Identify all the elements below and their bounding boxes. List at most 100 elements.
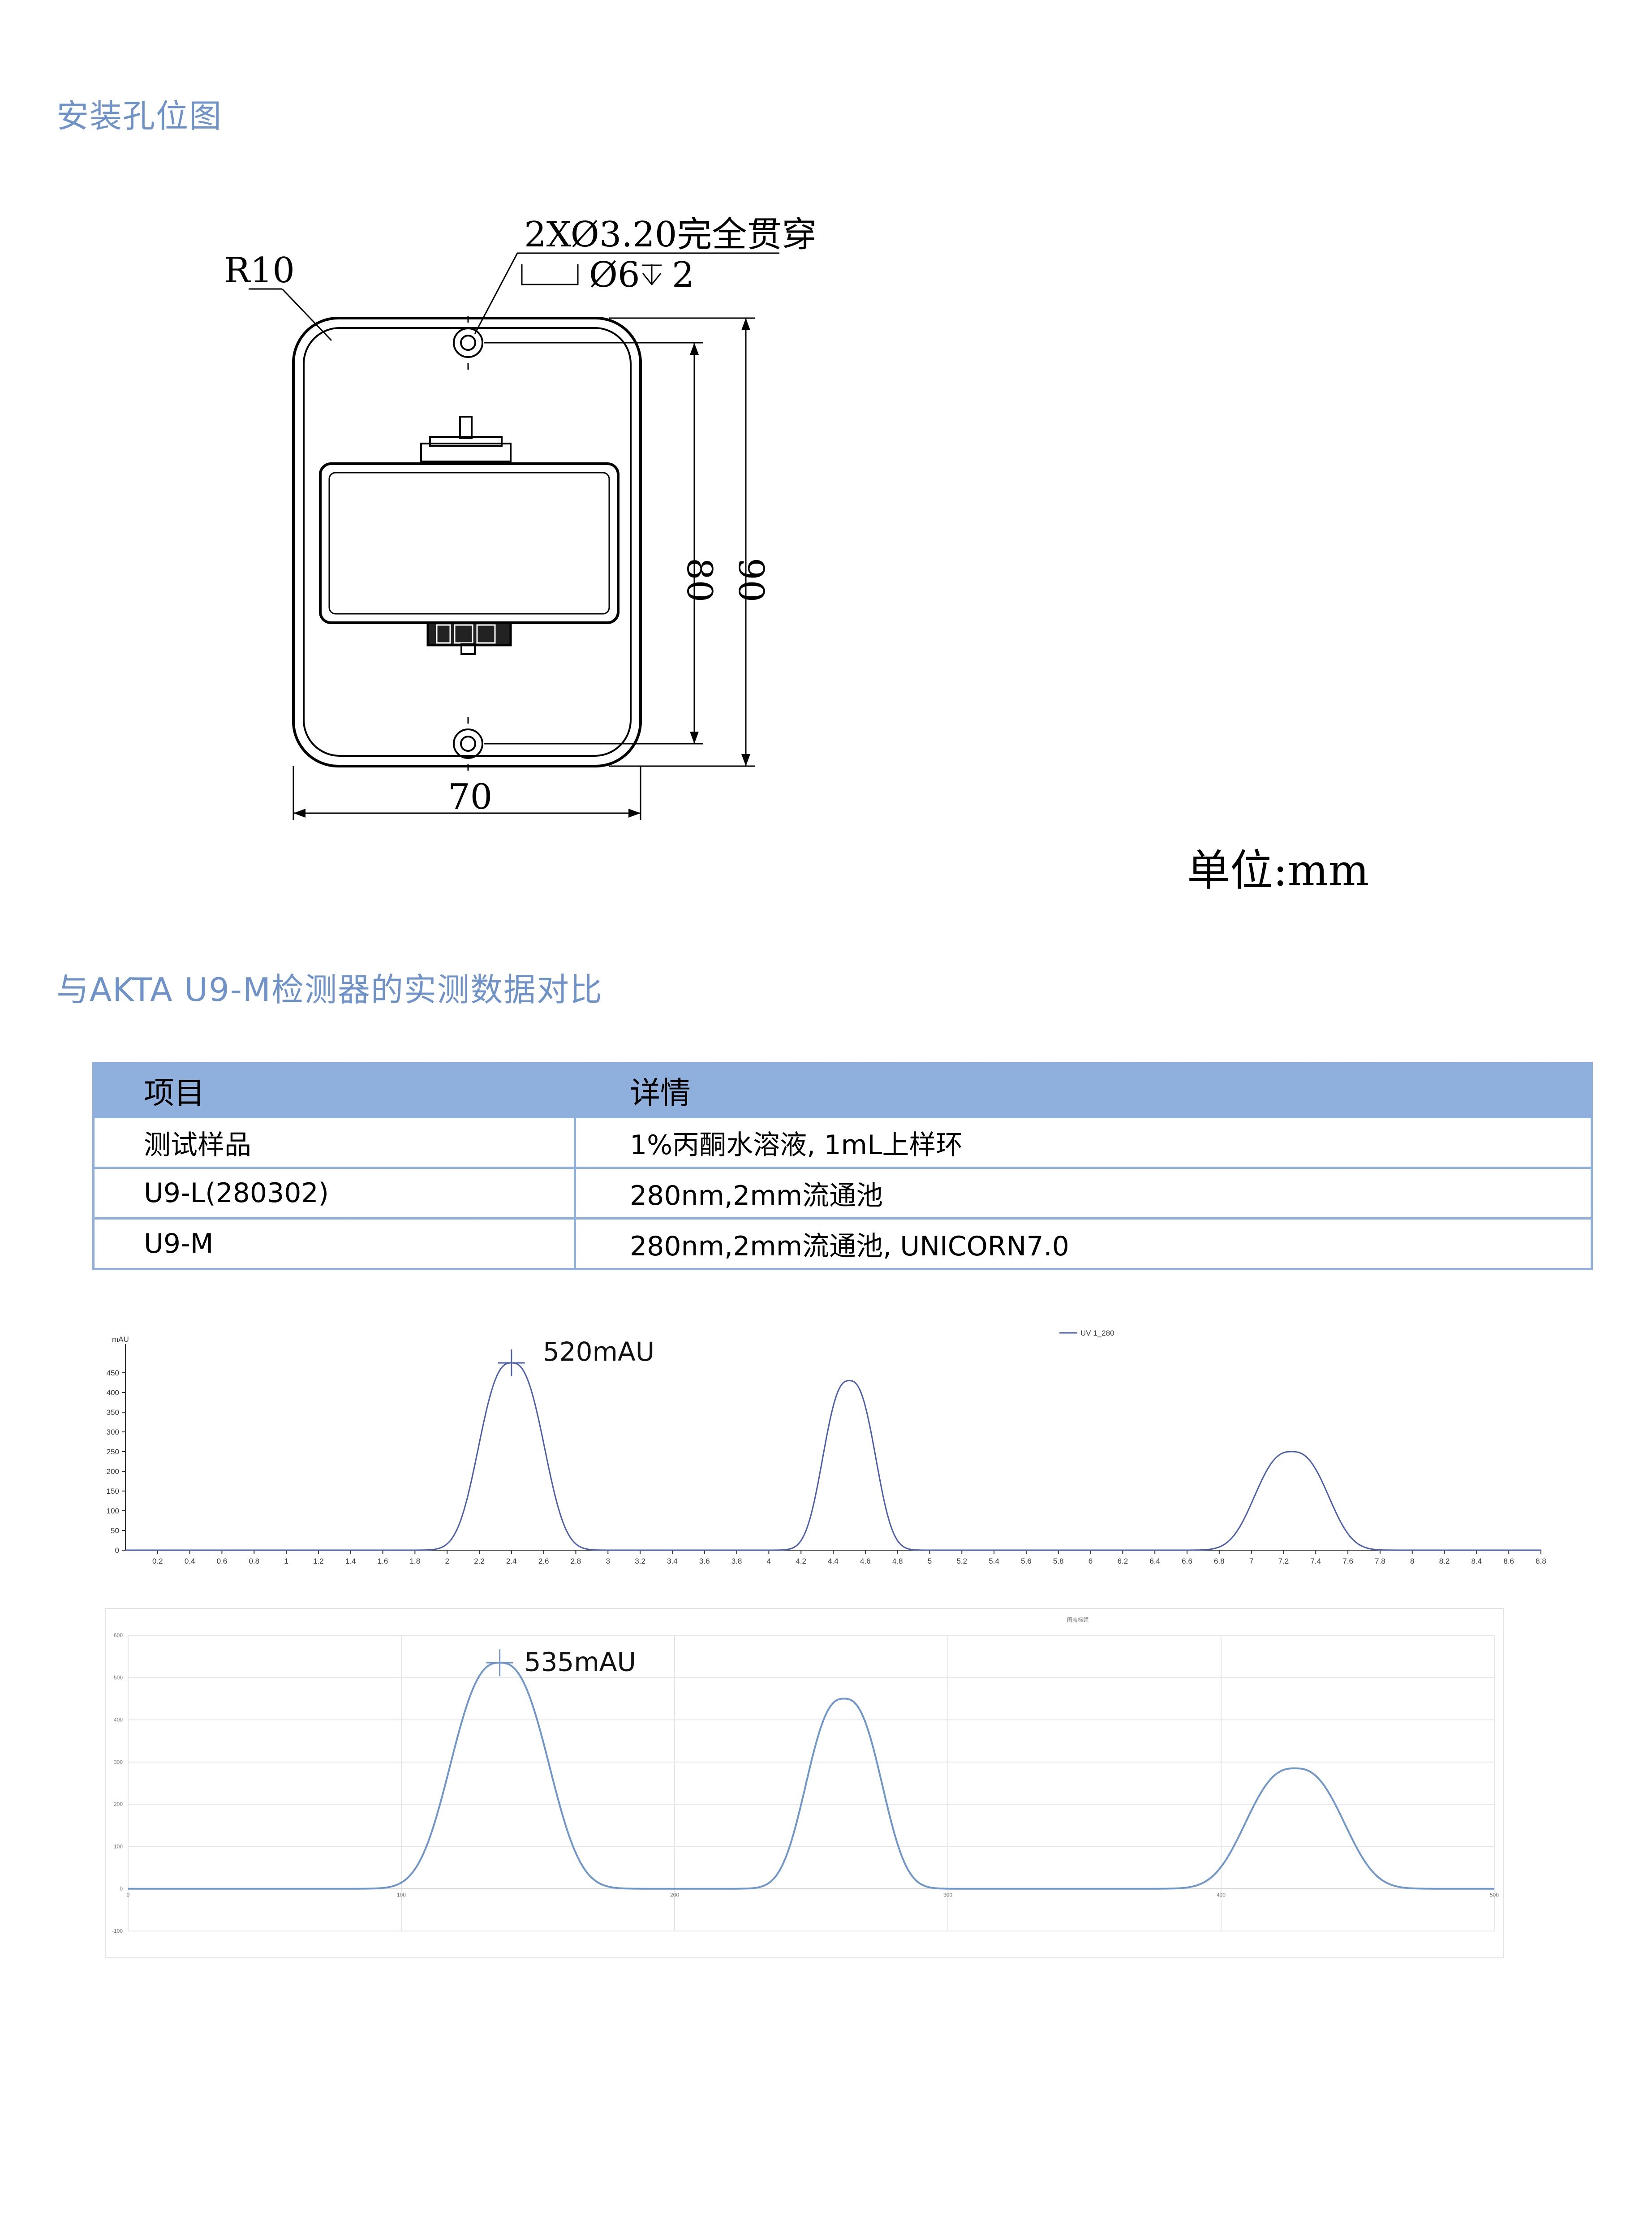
housing-outline	[292, 317, 642, 767]
y-tick-label: 500	[114, 1674, 123, 1681]
series-line-uv	[125, 1362, 1541, 1551]
chart-title: 图表标题	[1067, 1617, 1088, 1623]
header-item: 项目	[92, 1062, 576, 1118]
x-tick-label: 2.8	[571, 1557, 581, 1565]
y-tick-label: 0	[115, 1546, 119, 1555]
x-tick-label: 2.6	[538, 1557, 549, 1565]
x-tick-label: 5.6	[1021, 1557, 1032, 1565]
x-tick-label: 3.4	[667, 1557, 678, 1565]
x-tick-label: 6.2	[1118, 1557, 1128, 1565]
x-tick-label: 8.6	[1503, 1557, 1514, 1565]
y-tick-label: 150	[107, 1487, 119, 1496]
x-tick-label: 5.2	[956, 1557, 967, 1565]
table-cell-detail: 1%丙酮水溶液, 1mL上样环	[574, 1116, 1593, 1169]
x-tick-label: 5.8	[1053, 1557, 1064, 1565]
table-cell-detail: 280nm,2mm流通池, UNICORN7.0	[574, 1217, 1593, 1270]
table-cell-item: U9-L(280302)	[92, 1167, 576, 1220]
table-cell-item: 测试样品	[92, 1116, 576, 1169]
x-tick-label: 6.4	[1149, 1557, 1160, 1565]
x-tick-label: 7	[1249, 1557, 1253, 1565]
y-tick-label: 400	[114, 1717, 123, 1723]
x-tick-label: 100	[397, 1892, 406, 1898]
mounting-hole-drawing: R10 2XØ3.20完全贯穿 Ø6 2 70 80 90	[197, 188, 824, 869]
x-tick-label: 6.6	[1182, 1557, 1192, 1565]
y-tick-label: 200	[114, 1801, 123, 1807]
counterbore-depth-label: 2	[672, 255, 694, 295]
height-dimension-label: 90	[731, 558, 771, 602]
x-tick-label: 1	[284, 1557, 288, 1565]
x-tick-label: 1.4	[345, 1557, 356, 1565]
table-cell-item: U9-M	[92, 1217, 576, 1270]
x-tick-label: 4.8	[892, 1557, 903, 1565]
x-tick-label: 8.2	[1439, 1557, 1450, 1565]
comparison-table: 项目 详情 测试样品 1%丙酮水溶液, 1mL上样环 U9-L(280302) …	[92, 1062, 1593, 1270]
y-tick-label: 0	[120, 1886, 123, 1892]
table-row: 测试样品 1%丙酮水溶液, 1mL上样环	[92, 1116, 1593, 1169]
x-tick-label: 7.2	[1278, 1557, 1289, 1565]
table-row: U9-M 280nm,2mm流通池, UNICORN7.0	[92, 1217, 1593, 1270]
y-tick-label: 250	[107, 1448, 119, 1456]
y-tick-label: 400	[107, 1388, 119, 1397]
hole-spec-label: 2XØ3.20完全贯穿	[524, 215, 817, 255]
table-header-row: 项目 详情	[92, 1062, 1593, 1118]
table-row: U9-L(280302) 280nm,2mm流通池	[92, 1167, 1593, 1220]
y-tick-label: 200	[107, 1467, 119, 1476]
chart-frame	[105, 1608, 1504, 1958]
y-tick-label: 450	[107, 1369, 119, 1377]
header-detail: 详情	[574, 1062, 1593, 1118]
top-mount-hole	[453, 328, 483, 358]
x-tick-label: 7.4	[1310, 1557, 1321, 1565]
x-tick-label: 500	[1490, 1892, 1499, 1898]
x-tick-label: 1.2	[313, 1557, 324, 1565]
x-tick-label: 3.2	[635, 1557, 645, 1565]
y-axis-label: mAU	[112, 1335, 129, 1344]
y-tick-label: 50	[111, 1526, 119, 1535]
x-tick-label: 4.2	[796, 1557, 806, 1565]
x-tick-label: 6	[1088, 1557, 1093, 1565]
legend-label: UV 1_280	[1080, 1329, 1114, 1337]
table-cell-detail: 280nm,2mm流通池	[574, 1167, 1593, 1220]
y-tick-label: -100	[112, 1928, 123, 1934]
x-tick-label: 3	[606, 1557, 610, 1565]
x-tick-label: 3.6	[699, 1557, 710, 1565]
x-tick-label: 5.4	[989, 1557, 999, 1565]
x-tick-label: 6.8	[1214, 1557, 1225, 1565]
x-tick-label: 2.4	[506, 1557, 517, 1565]
x-tick-label: 1.8	[410, 1557, 421, 1565]
y-tick-label: 100	[107, 1507, 119, 1515]
unit-label: 单位:mm	[1187, 845, 1369, 896]
x-tick-label: 300	[943, 1892, 952, 1898]
x-tick-label: 0.6	[217, 1557, 228, 1565]
series-line-u9m	[128, 1662, 1494, 1890]
x-tick-label: 4.6	[860, 1557, 871, 1565]
x-tick-label: 2	[445, 1557, 449, 1565]
x-tick-label: 400	[1217, 1892, 1226, 1898]
x-tick-label: 1.6	[378, 1557, 388, 1565]
x-tick-label: 200	[670, 1892, 679, 1898]
x-tick-label: 0.4	[185, 1557, 195, 1565]
mount-section-title: 安装孔位图	[56, 97, 223, 135]
y-tick-label: 100	[114, 1843, 123, 1849]
x-tick-label: 4	[767, 1557, 771, 1565]
x-tick-label: 2.2	[474, 1557, 485, 1565]
y-tick-label: 300	[114, 1759, 123, 1765]
comparison-section-title: 与AKTA U9-M检测器的实测数据对比	[56, 971, 603, 1009]
peak-annotation: 520mAU	[543, 1336, 654, 1367]
housing-inner-outline	[303, 327, 632, 757]
x-tick-label: 3.8	[731, 1557, 742, 1565]
width-dimension-label: 70	[448, 777, 492, 817]
x-tick-label: 0	[127, 1892, 130, 1898]
y-tick-label: 300	[107, 1428, 119, 1436]
x-tick-label: 0.2	[152, 1557, 163, 1565]
x-tick-label: 8	[1410, 1557, 1414, 1565]
module-body	[319, 462, 620, 624]
corner-radius-label: R10	[224, 250, 295, 291]
x-tick-label: 7.8	[1375, 1557, 1385, 1565]
x-tick-label: 4.4	[828, 1557, 839, 1565]
x-tick-label: 0.8	[249, 1557, 259, 1565]
counterbore-diameter-label: Ø6	[589, 255, 640, 295]
peak-annotation: 535mAU	[525, 1646, 636, 1677]
bottom-mount-hole	[453, 728, 483, 759]
